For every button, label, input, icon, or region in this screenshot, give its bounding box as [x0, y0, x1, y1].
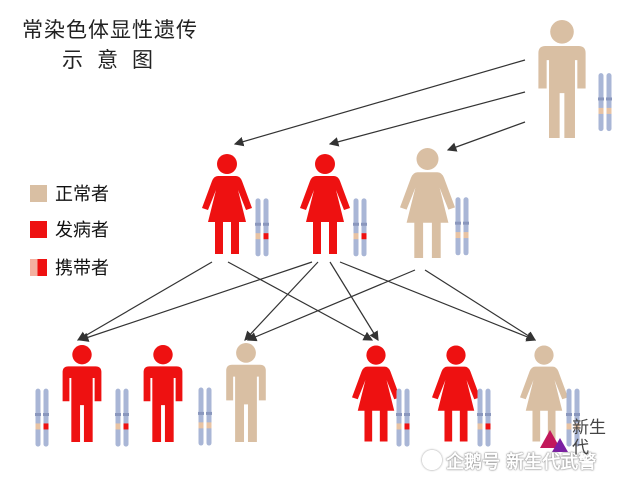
inheritance-arrow [424, 269, 537, 341]
inheritance-arrow [233, 59, 526, 147]
inheritance-arrow [78, 261, 313, 342]
inheritance-arrow [244, 261, 319, 341]
gen3-2-male-figure [143, 345, 183, 442]
penguin-icon [422, 450, 442, 470]
inheritance-arrow [328, 91, 526, 147]
gen3-6-female-figure [520, 345, 568, 442]
legend-carrier: 携带者 [30, 254, 109, 280]
inheritance-arrows [76, 59, 537, 342]
legend-affected-label: 发病者 [55, 220, 109, 241]
chromosome-pair [35, 388, 49, 447]
chromosome-pair [455, 197, 469, 256]
gen3-4-female-figure [352, 345, 400, 442]
chromosome-pair [353, 198, 367, 257]
watermark: 企鹅号 新生代武警 [422, 448, 596, 474]
family-figures [35, 20, 612, 452]
legend-carrier-label: 携带者 [55, 258, 109, 279]
legend-normal-swatch [30, 184, 47, 202]
chromosome-pair [198, 387, 212, 446]
legend-affected: 发病者 [30, 216, 109, 242]
inheritance-arrow [246, 269, 416, 342]
watermark-text: 企鹅号 新生代武警 [446, 452, 597, 473]
legend-normal-label: 正常者 [55, 184, 109, 205]
inheritance-arrow [446, 121, 526, 152]
gen3-1-male-figure [62, 345, 102, 442]
grandfather-male-figure [538, 20, 586, 138]
logo-text: 新生代 [572, 418, 606, 458]
inheritance-arrow [329, 261, 379, 342]
gen2-1-female-figure [202, 154, 252, 254]
diagram-title: 常染色体显性遗传 [22, 18, 198, 42]
gen3-3-male-figure [226, 343, 266, 442]
inheritance-arrow [227, 261, 374, 341]
legend-carrier-swatch [30, 258, 47, 276]
chromosome-pair [598, 73, 612, 132]
chromosome-pair [396, 388, 410, 447]
legend-affected-swatch [30, 220, 47, 238]
chromosome-pair [255, 198, 269, 257]
inheritance-arrow [339, 261, 537, 342]
chromosome-pair [566, 388, 580, 447]
chromosome-pair [477, 388, 491, 447]
inheritance-arrow [76, 261, 213, 341]
diagram-subtitle: 示意图 [62, 48, 167, 72]
logo-icon [540, 430, 568, 452]
chromosome-pair [115, 388, 129, 447]
gen2-3-female-figure [400, 148, 455, 258]
legend-normal: 正常者 [30, 180, 109, 206]
gen2-2-female-figure [300, 154, 350, 254]
gen3-5-female-figure [432, 345, 480, 442]
